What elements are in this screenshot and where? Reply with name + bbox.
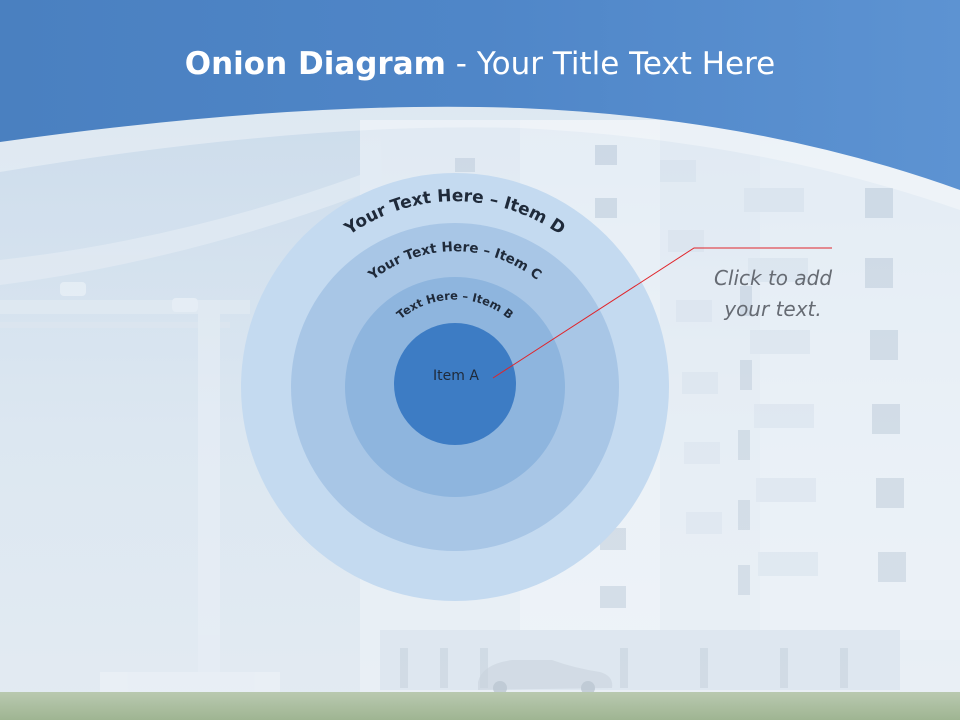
slide-title[interactable]: Onion Diagram - Your Title Text Here [0, 46, 960, 82]
onion-diagram: Your Text Here – Item D Your Text Here –… [241, 173, 669, 601]
header-arc-highlight [0, 106, 960, 210]
ring-item-a [394, 323, 516, 445]
callout-line-2: your text. [724, 297, 822, 321]
callout-leader-line [492, 247, 832, 379]
title-main: Onion Diagram [184, 46, 446, 82]
callout-text-box[interactable]: Click to add your text. [690, 263, 856, 325]
canopy-structure [0, 175, 360, 694]
callout-line-1: Click to add [713, 266, 833, 290]
item-a-label: Item A [433, 368, 479, 384]
title-subtitle: - Your Title Text Here [445, 46, 776, 82]
header-band [0, 0, 960, 190]
car [478, 660, 613, 695]
